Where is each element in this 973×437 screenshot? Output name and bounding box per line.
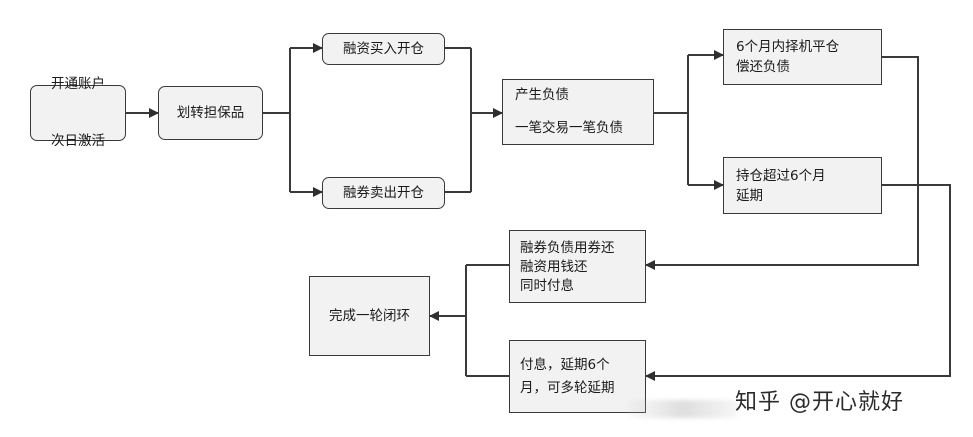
- node-complete-label: 完成一轮闭环: [329, 307, 410, 324]
- node-margin-buy: 融资买入开仓: [322, 33, 445, 65]
- node-hold-over-6m-line2: 延期: [736, 188, 763, 204]
- node-debt-line2: 一笔交易一笔负债: [515, 120, 623, 136]
- node-transfer-collateral: 划转担保品: [158, 86, 263, 140]
- node-close-in-6m-line2: 偿还负债: [736, 59, 790, 75]
- node-close-in-6m-line1: 6个月内择机平仓: [736, 39, 840, 55]
- node-hold-over-6m: 持仓超过6个月 延期: [723, 157, 882, 214]
- node-repay-line3: 同时付息: [520, 278, 574, 294]
- node-repay-line1: 融券负债用券还: [520, 240, 615, 256]
- node-open-account-line1: 开通账户: [51, 76, 105, 92]
- watermark-text: 知乎 @开心就好: [735, 390, 904, 415]
- node-open-account-line2: 次日激活: [51, 133, 105, 149]
- arrow-hold-to-extend: [645, 184, 951, 381]
- node-repay-line2: 融资用钱还: [520, 259, 588, 275]
- node-extend-line2: 月，可多轮延期: [520, 380, 615, 396]
- node-debt-line1: 产生负债: [515, 87, 569, 103]
- node-short-sell-label: 融券卖出开仓: [343, 184, 424, 201]
- node-extend: 付息，延期6个 月，可多轮延期: [509, 340, 646, 413]
- node-complete: 完成一轮闭环: [309, 276, 430, 356]
- watermark-smudge: [628, 400, 738, 418]
- node-transfer-collateral-label: 划转担保品: [176, 104, 245, 121]
- node-repay: 融券负债用券还 融资用钱还 同时付息: [509, 230, 646, 303]
- node-close-in-6m: 6个月内择机平仓 偿还负债: [723, 29, 882, 85]
- arrow-close-to-repay: [645, 56, 919, 270]
- node-short-sell: 融券卖出开仓: [322, 177, 445, 209]
- node-margin-buy-label: 融资买入开仓: [343, 40, 424, 57]
- node-hold-over-6m-line1: 持仓超过6个月: [736, 168, 826, 184]
- node-extend-line1: 付息，延期6个: [520, 357, 610, 373]
- node-debt: 产生负债 一笔交易一笔负债: [502, 79, 654, 145]
- node-open-account: 开通账户 次日激活: [30, 76, 126, 149]
